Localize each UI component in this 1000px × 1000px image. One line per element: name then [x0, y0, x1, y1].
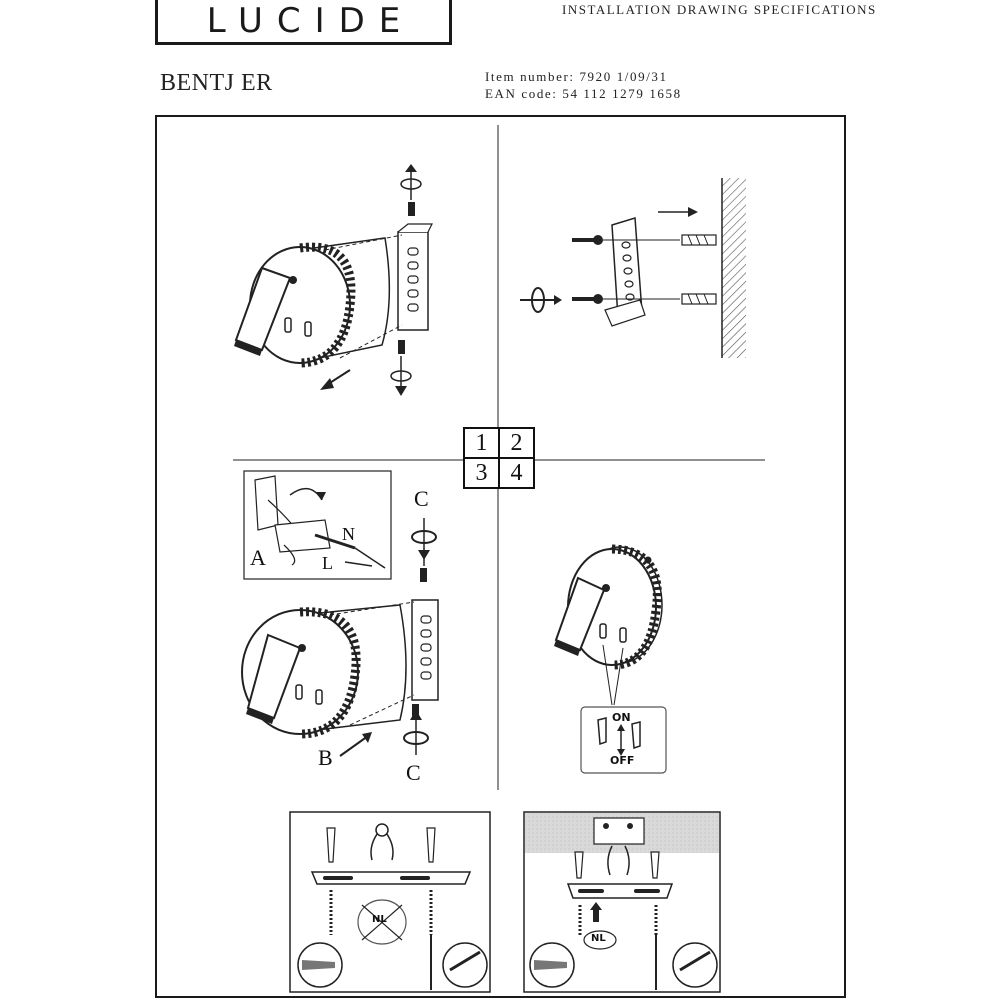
step-number-2: 2: [499, 428, 534, 458]
drawing-sheet: [155, 115, 846, 998]
label-n: N: [342, 524, 355, 544]
brand-logo-text: LUCIDE: [206, 1, 415, 41]
label-b: B: [318, 745, 333, 770]
spec-title: INSTALLATION DRAWING SPECIFICATIONS: [562, 2, 877, 17]
label-c-bottom: C: [406, 760, 421, 785]
step-number-grid: 1 2 3 4: [463, 427, 535, 489]
label-nl-right: NL: [591, 933, 606, 944]
step-number-3: 3: [464, 458, 499, 488]
ean-code: EAN code: 54 112 1279 1658: [485, 86, 682, 101]
product-name: BENTJ ER: [160, 70, 273, 96]
label-on: ON: [612, 711, 631, 724]
label-off: OFF: [610, 754, 635, 767]
label-a: A: [250, 545, 266, 570]
step-1-illustration: [234, 164, 433, 396]
step-number-1: 1: [464, 428, 499, 458]
ceiling-panel-left: [289, 811, 491, 993]
label-l: L: [322, 553, 333, 573]
step-3-illustration: [241, 470, 439, 757]
item-number: Item number: 7920 1/09/31: [485, 69, 668, 84]
ceiling-panel-right: [523, 811, 721, 993]
product-meta: Item number: 7920 1/09/31 EAN code: 54 1…: [485, 68, 682, 102]
step-number-4: 4: [499, 458, 534, 488]
step-2-illustration: [520, 178, 746, 358]
brand-logo: LUCIDE: [155, 0, 452, 45]
label-nl-left: NL: [372, 914, 387, 925]
step-4-illustration: [554, 544, 667, 774]
label-c-top: C: [414, 486, 429, 511]
